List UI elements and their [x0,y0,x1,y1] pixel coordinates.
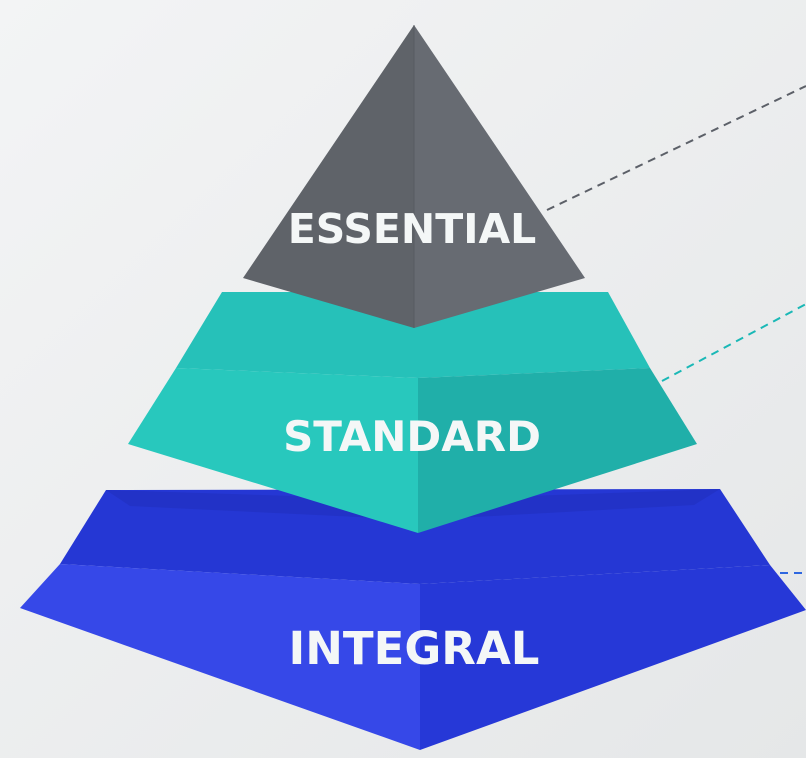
integral-left-face [20,564,420,750]
tier-label-integral: INTEGRAL [289,622,540,675]
integral-top-face [60,489,770,584]
integral-right-face [420,565,806,750]
essential-right-face [414,25,585,328]
essential-leader-line [546,85,806,211]
essential-tier: ESSENTIAL [243,25,585,328]
standard-top-face [176,292,650,378]
standard-right-face [418,368,697,533]
standard-tier: STANDARD [128,292,697,533]
standard-left-face [128,368,418,533]
essential-left-face [243,25,414,328]
tier-label-essential: ESSENTIAL [288,205,537,253]
tier-label-standard: STANDARD [283,412,541,461]
